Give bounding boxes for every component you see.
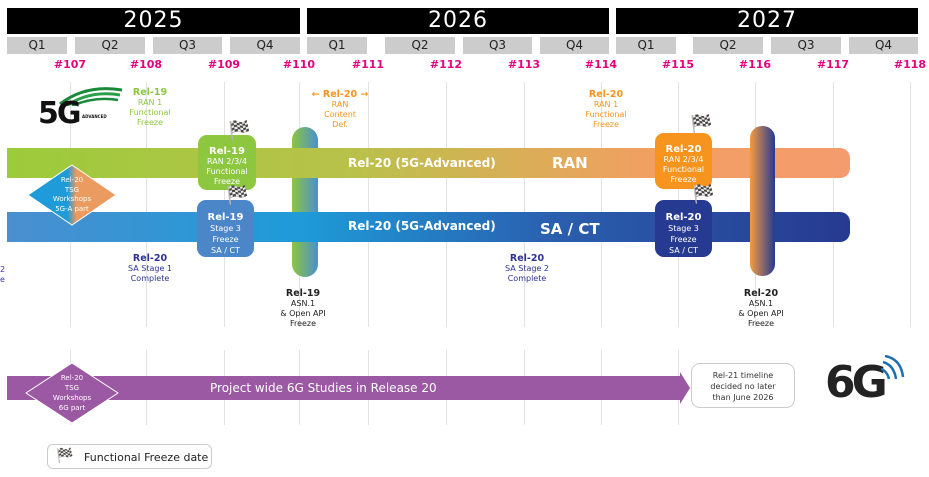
meeting-number: #115 [661,58,695,71]
meeting-number: #113 [507,58,541,71]
grid-line [524,82,525,327]
quarter-3: Q3 [153,37,222,54]
meeting-number: #110 [282,58,316,71]
ran-bar-label: Rel-20 (5G-Advanced) [348,156,496,170]
checkered-flag-icon: 🏁 [226,185,249,206]
checkered-flag-icon: 🏁 [692,184,715,205]
grid-line [446,82,447,327]
quarter-5: Q1 [307,37,367,54]
5g-advanced-logo: 5G ADVANCED [38,86,123,131]
quarter-11: Q3 [771,37,841,54]
quarter-9: Q1 [616,37,676,54]
grid-line [833,82,834,327]
sa-bar-label: Rel-20 (5G-Advanced) [348,219,496,233]
year-2026: 2026 [307,8,609,34]
quarter-10: Q2 [693,37,763,54]
checkered-flag-icon: 🏁 [56,448,74,464]
meeting-number: #108 [129,58,163,71]
quarter-1: Q1 [7,37,67,54]
meeting-number: #114 [584,58,618,71]
year-2027: 2027 [616,8,918,34]
right-arrow-icon: → [360,89,369,100]
meeting-number: #109 [207,58,241,71]
quarter-4: Q4 [230,37,300,54]
meeting-number: #116 [738,58,772,71]
6g-studies-arrow [7,376,680,400]
quarter-7: Q3 [463,37,532,54]
legend: 🏁 Functional Freeze date [47,444,212,469]
grid-line [368,82,369,327]
left-arrow-icon: ← [311,89,320,100]
meeting-number: #117 [816,58,850,71]
grid-line [910,82,911,327]
checkered-flag-icon: 🏁 [228,120,251,141]
6g-logo: 6G [825,355,910,411]
meeting-number: #107 [53,58,87,71]
year-2025: 2025 [7,8,300,34]
arrow-head-icon [680,372,690,404]
quarter-6: Q2 [385,37,455,54]
quarter-2: Q2 [75,37,145,54]
rel20-asn1-freeze-marker [750,126,775,276]
6g-studies-label: Project wide 6G Studies in Release 20 [210,381,437,395]
checkered-flag-icon: 🏁 [690,114,713,135]
quarter-12: Q4 [849,37,918,54]
legend-label: Functional Freeze date [84,451,209,464]
quarter-8: Q4 [540,37,609,54]
grid-line [601,82,602,327]
meeting-number: #118 [893,58,927,71]
sa-ct-tag: SA / CT [540,220,600,238]
meeting-number: #112 [429,58,463,71]
grid-line [146,82,147,327]
meeting-number: #111 [351,58,385,71]
ran-tag: RAN [552,154,588,172]
